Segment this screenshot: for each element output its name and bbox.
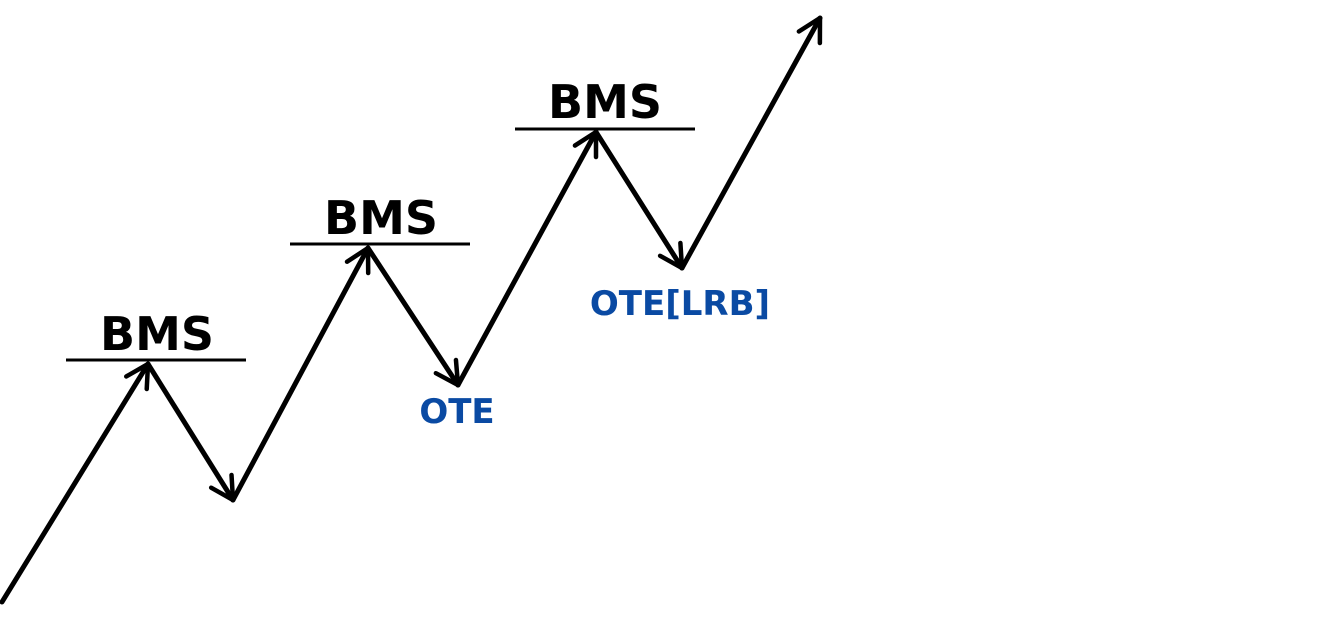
pullback-leg-3-arrow <box>593 129 685 271</box>
impulse-leg-1-arrow <box>0 361 151 605</box>
impulse-leg-4-arrow <box>679 15 823 271</box>
pullback-leg-1-arrow <box>145 361 236 503</box>
pullback-leg-2-arrow <box>365 245 461 388</box>
impulse-leg-3-arrow <box>455 129 599 388</box>
bms-label-1: BMS <box>100 307 214 361</box>
bms-label-2: BMS <box>324 191 438 245</box>
ote-label: OTE <box>419 392 494 432</box>
ote-lrb-label: OTE[LRB] <box>590 284 770 324</box>
price-path <box>0 15 823 605</box>
bms-levels <box>66 127 695 362</box>
impulse-leg-2-arrow <box>230 245 371 503</box>
bms-label-3: BMS <box>548 75 662 129</box>
